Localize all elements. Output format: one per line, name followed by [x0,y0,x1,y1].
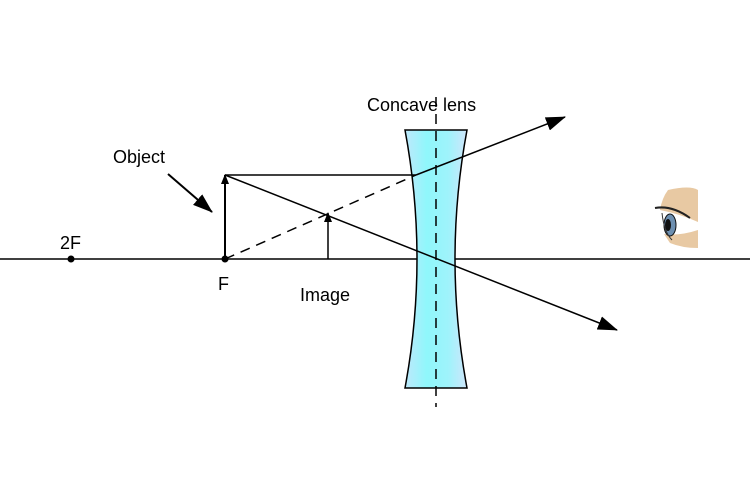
double-focal-point-label: 2F [60,233,81,253]
focal-point-label: F [218,274,229,294]
image-label: Image [300,285,350,305]
double-focal-point-dot [67,255,75,263]
virtual-ray-extension [224,174,417,260]
object-label: Object [113,147,165,167]
refracted-ray [415,116,566,176]
focal-point-dot [221,255,229,263]
central-ray [224,174,618,331]
eye-icon [654,187,698,248]
lens-label: Concave lens [367,95,476,115]
object-pointer-arrow [167,173,213,213]
